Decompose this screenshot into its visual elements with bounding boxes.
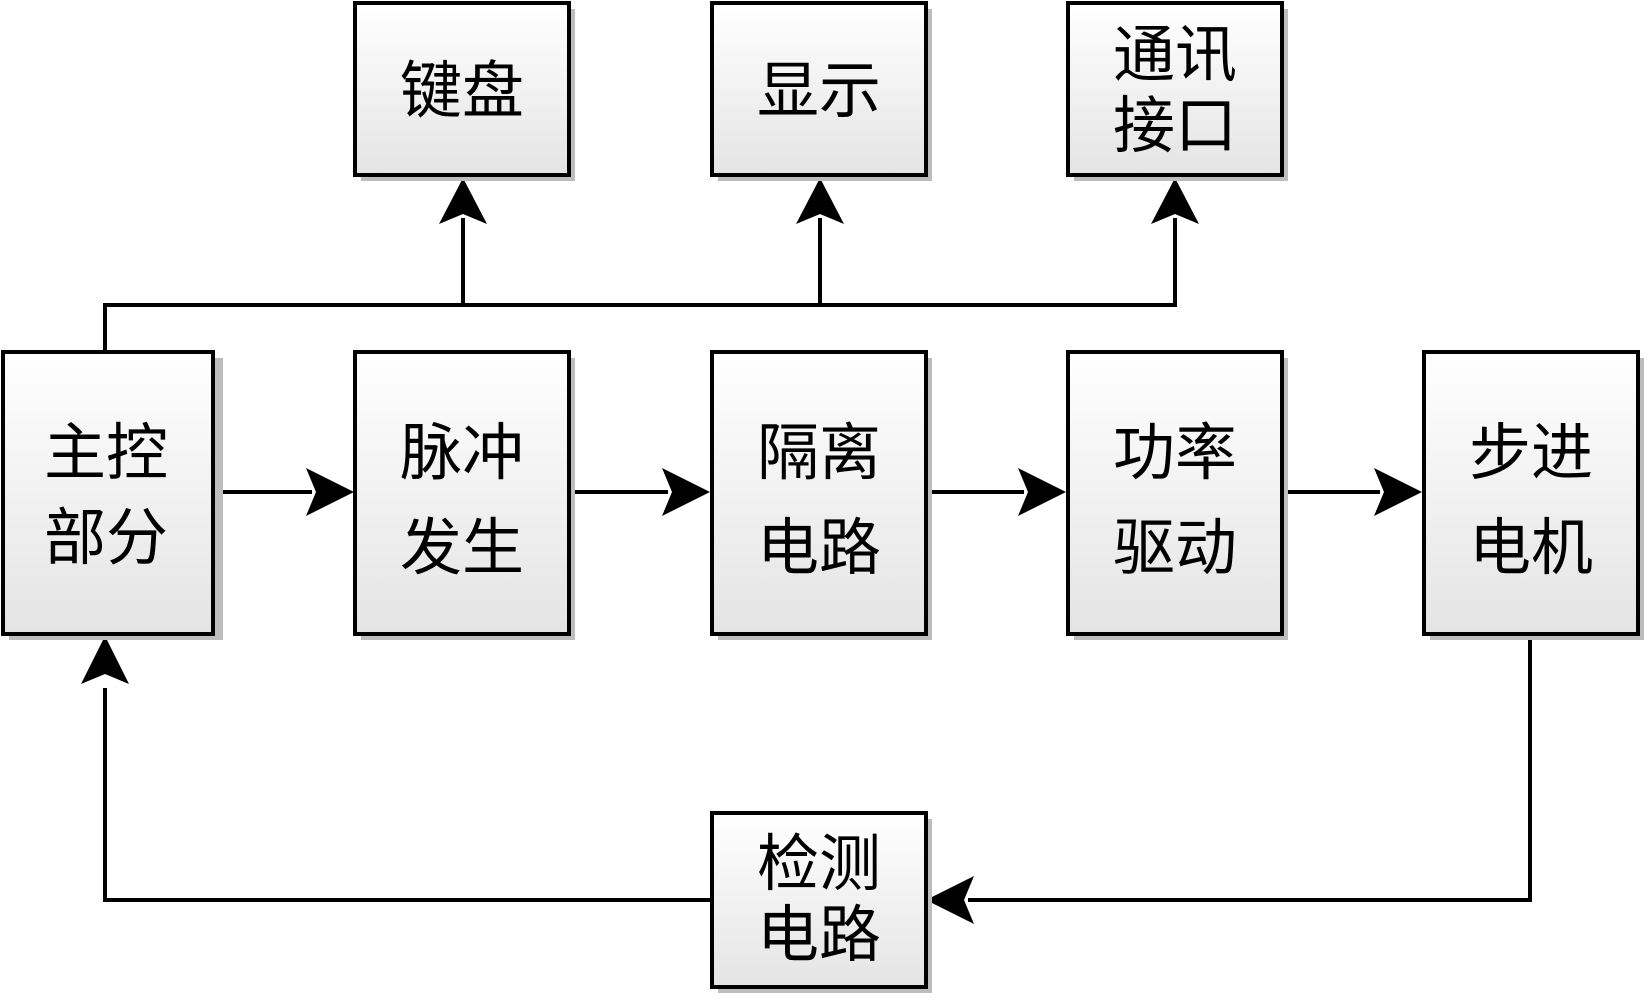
arrowhead-left-detection: [926, 876, 974, 924]
block-power-drive: 功率 驱动: [1066, 350, 1288, 640]
block-comm-interface: 通讯 接口: [1066, 1, 1288, 181]
block-isolation-circuit: 隔离 电路: [710, 350, 932, 640]
wire-detection-to-main: [103, 688, 712, 902]
arrowheads: [81, 178, 1422, 924]
block-detection-label-line2: 电路: [757, 898, 881, 971]
connectors: [103, 218, 1532, 902]
arrowhead-up-main: [81, 636, 129, 684]
block-stepper-motor: 步进 电机: [1422, 350, 1644, 640]
block-detection-box: [710, 811, 928, 989]
block-pulse-label-line2: 发生: [400, 511, 524, 584]
block-comm-label-line1: 通讯: [1113, 18, 1237, 91]
arrowhead-right-stepper: [1374, 468, 1422, 516]
block-display-box: [710, 1, 928, 177]
block-power-label-line2: 驱动: [1113, 511, 1237, 584]
block-display: 显示: [710, 1, 932, 181]
block-keyboard-box: [353, 1, 571, 177]
block-stepper-box: [1422, 350, 1640, 636]
block-pulse-label-line1: 脉冲: [400, 416, 524, 489]
block-detection-circuit: 检测 电路: [710, 811, 932, 993]
wire-stepper-to-detection: [968, 634, 1532, 902]
block-keyboard: 键盘: [353, 1, 575, 181]
block-pulse-box: [353, 350, 571, 636]
arrowhead-right-pulse: [306, 468, 354, 516]
bus-main-to-top: [103, 303, 1177, 354]
arrowhead-right-power: [1018, 468, 1066, 516]
block-display-label: 显示: [757, 54, 881, 127]
block-power-label-line1: 功率: [1113, 416, 1237, 489]
block-main-control: 主控 部分: [1, 350, 223, 640]
arrowhead-up-comm: [1151, 178, 1199, 224]
arrowhead-right-isolation: [662, 468, 710, 516]
block-isolation-box: [710, 350, 928, 636]
block-comm-label-line2: 接口: [1113, 89, 1237, 162]
block-isolation-label-line1: 隔离: [757, 416, 881, 489]
arrowhead-up-keyboard: [439, 178, 487, 224]
block-main-control-box: [1, 350, 215, 636]
block-main-control-label-line1: 主控: [44, 416, 168, 489]
block-stepper-label-line1: 步进: [1469, 416, 1593, 489]
block-isolation-label-line2: 电路: [757, 511, 881, 584]
block-power-box: [1066, 350, 1284, 636]
block-comm-box: [1066, 1, 1284, 177]
arrowhead-up-display: [796, 178, 844, 224]
block-main-control-label-line2: 部分: [44, 501, 168, 574]
block-detection-label-line1: 检测: [757, 827, 881, 900]
block-keyboard-label: 键盘: [400, 54, 524, 127]
block-pulse-generator: 脉冲 发生: [353, 350, 575, 640]
block-stepper-label-line2: 电机: [1469, 511, 1593, 584]
